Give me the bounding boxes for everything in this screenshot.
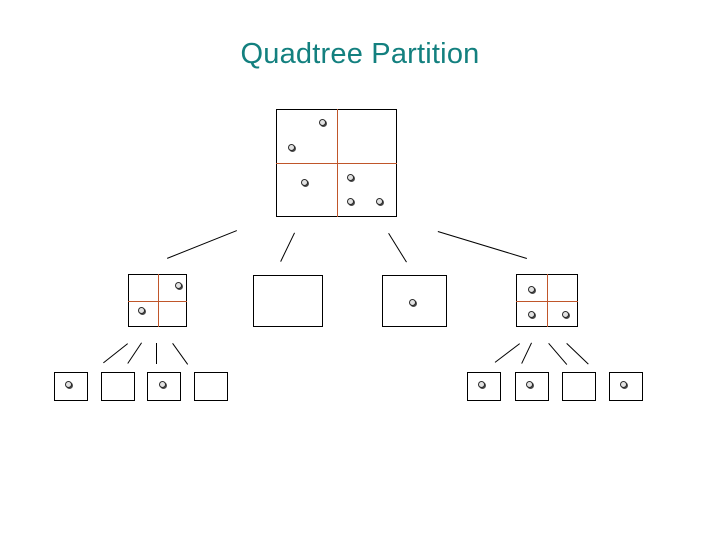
data-point-marker <box>65 381 72 388</box>
edge-se-to-leaf5 <box>494 343 520 363</box>
data-point-marker <box>347 174 354 181</box>
data-point-marker <box>159 381 166 388</box>
data-point-marker <box>528 311 535 318</box>
data-point-marker <box>478 381 485 388</box>
data-point-marker <box>319 119 326 126</box>
edge-nw-to-leaf4 <box>172 343 188 365</box>
data-point-marker <box>528 286 535 293</box>
leaf-box-7 <box>562 372 596 401</box>
edge-root-to-ne <box>280 232 295 262</box>
data-point-marker <box>347 198 354 205</box>
edge-nw-to-leaf2 <box>127 342 142 364</box>
data-point-marker <box>409 299 416 306</box>
page-title: Quadtree Partition <box>240 38 480 70</box>
data-point-marker <box>138 307 145 314</box>
level1-box-se-split-horizontal <box>516 301 578 302</box>
data-point-marker <box>526 381 533 388</box>
edge-se-to-leaf8 <box>566 343 589 365</box>
data-point-marker <box>376 198 383 205</box>
edge-nw-to-leaf3 <box>156 343 157 364</box>
level1-box-nw-split-horizontal <box>128 301 187 302</box>
level1-box-se-split-vertical <box>547 274 548 327</box>
data-point-marker <box>301 179 308 186</box>
edge-se-to-leaf6 <box>521 342 532 364</box>
root-quadrant-box-split-horizontal <box>276 163 397 164</box>
edge-se-to-leaf7 <box>548 343 567 365</box>
edge-root-to-nw <box>166 230 237 259</box>
leaf-box-4 <box>194 372 228 401</box>
data-point-marker <box>288 144 295 151</box>
leaf-box-2 <box>101 372 135 401</box>
level1-box-nw-split-vertical <box>158 274 159 327</box>
edge-nw-to-leaf1 <box>103 343 128 363</box>
level1-box-ne <box>253 275 323 327</box>
data-point-marker <box>562 311 569 318</box>
data-point-marker <box>175 282 182 289</box>
edge-root-to-sw <box>388 233 407 263</box>
edge-root-to-se <box>437 231 527 259</box>
data-point-marker <box>620 381 627 388</box>
